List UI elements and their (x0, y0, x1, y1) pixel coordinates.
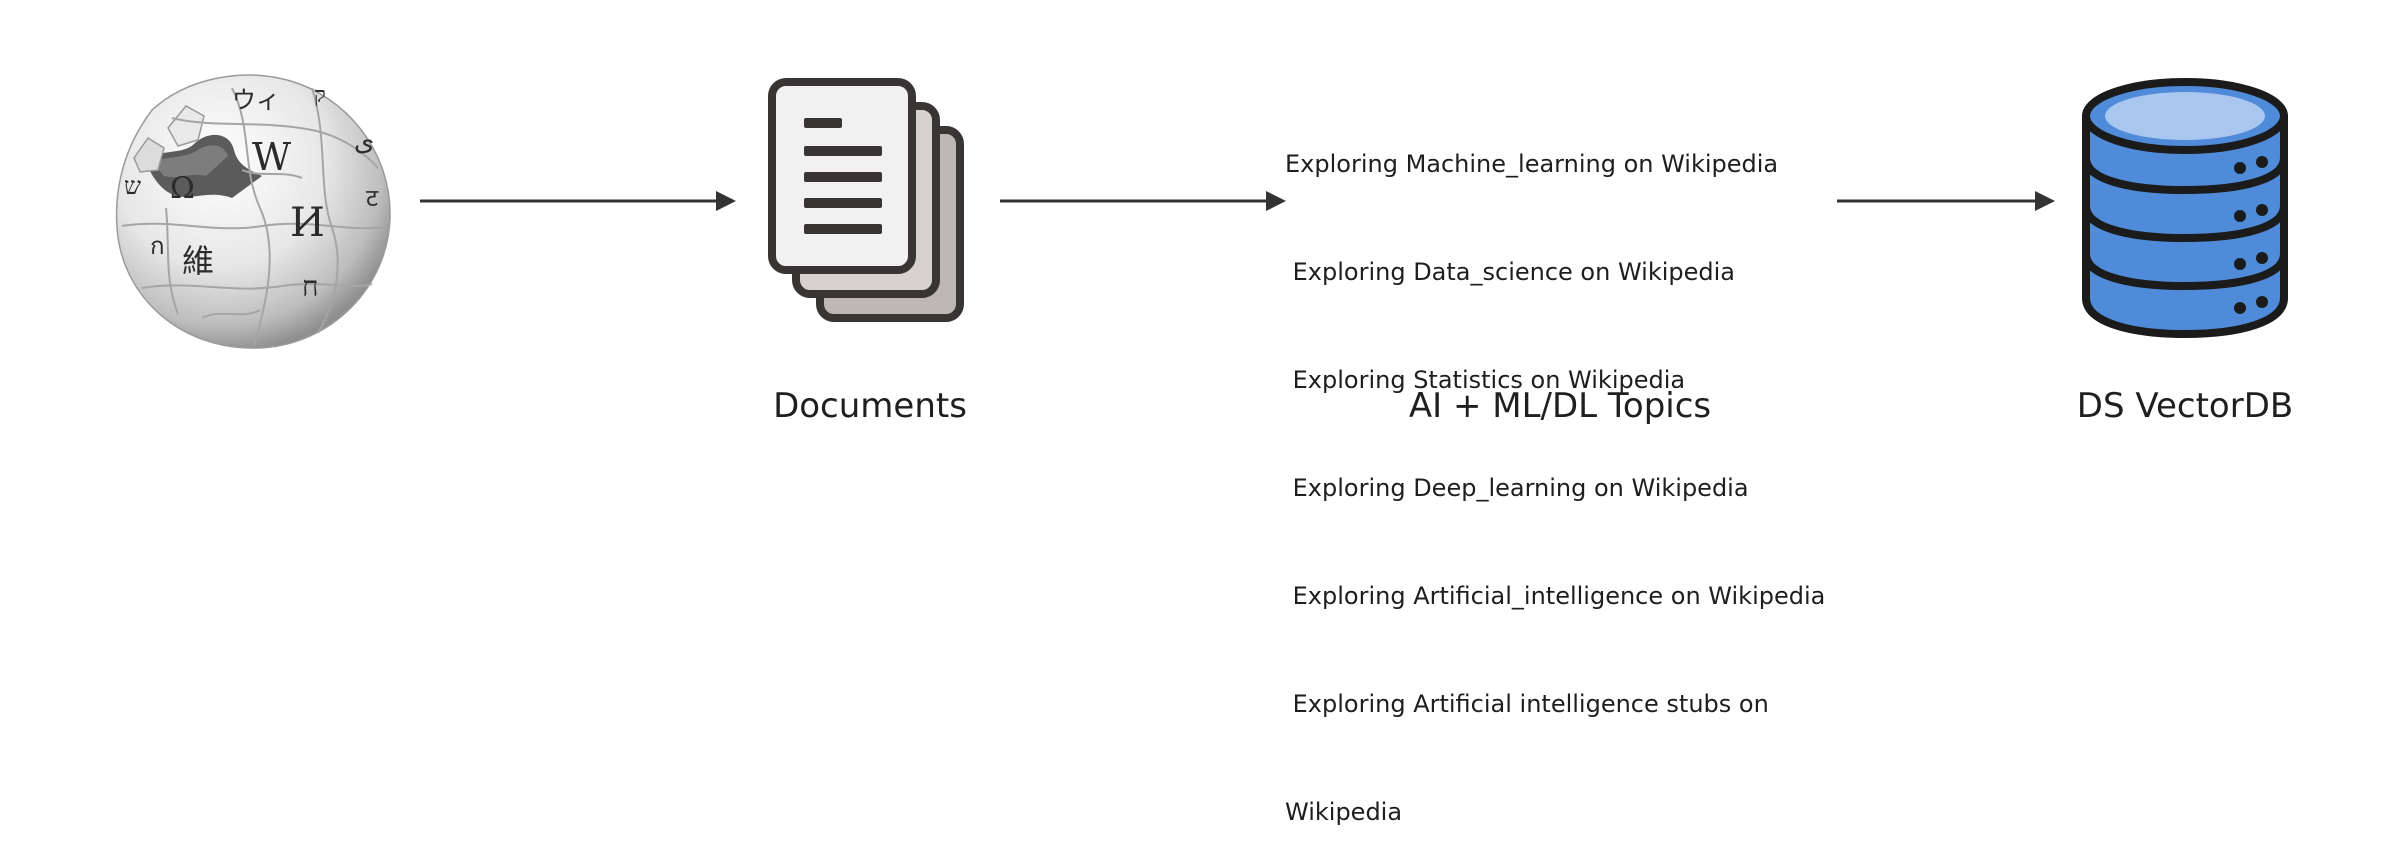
vectordb-label: DS VectorDB (2076, 386, 2294, 426)
globe-glyph-qof: ק (314, 83, 326, 108)
topics-label: AI + ML/DL Topics (1408, 386, 1712, 426)
globe-glyph-katakana: ウィ (232, 86, 280, 114)
documents-label: Documents (773, 386, 967, 426)
topic-item: Wikipedia (1285, 798, 1403, 826)
topics-list: Exploring Machine_learning on Wikipedia … (1285, 74, 1825, 866)
globe-glyph-omega: Ω (170, 171, 195, 206)
arrow-docs-to-topics (1000, 191, 1286, 211)
globe-glyph-w: W (252, 135, 291, 179)
topic-item: Exploring Artificial intelligence stubs … (1285, 690, 1769, 718)
globe-glyph-han: 維 (182, 242, 214, 280)
pipeline-diagram: { "nodes": { "source": { "icon": "wikipe… (82, 58, 2294, 826)
topic-item: Exploring Machine_learning on Wikipedia (1285, 150, 1779, 178)
arrow-topics-to-db (1837, 191, 2055, 211)
topic-item: Exploring Statistics on Wikipedia (1285, 366, 1686, 394)
globe-glyph-shin: ש (124, 172, 141, 200)
database-icon (2080, 76, 2290, 338)
globe-glyph-ye: ی (354, 127, 374, 157)
documents-stack-icon (768, 78, 968, 328)
globe-glyph-ta: ट (366, 184, 379, 212)
arrow-wiki-to-docs (420, 191, 736, 211)
wikipedia-globe-icon: Ω W И 維 ウィ ی ש ก ק ट ח (82, 58, 412, 358)
globe-glyph-i: И (290, 200, 325, 246)
topic-item: Exploring Deep_learning on Wikipedia (1285, 474, 1749, 502)
globe-glyph-het: ח (302, 270, 319, 303)
topic-item: Exploring Data_science on Wikipedia (1285, 258, 1735, 286)
globe-glyph-thai: ก (150, 232, 165, 260)
topic-item: Exploring Artificial_intelligence on Wik… (1285, 582, 1826, 610)
